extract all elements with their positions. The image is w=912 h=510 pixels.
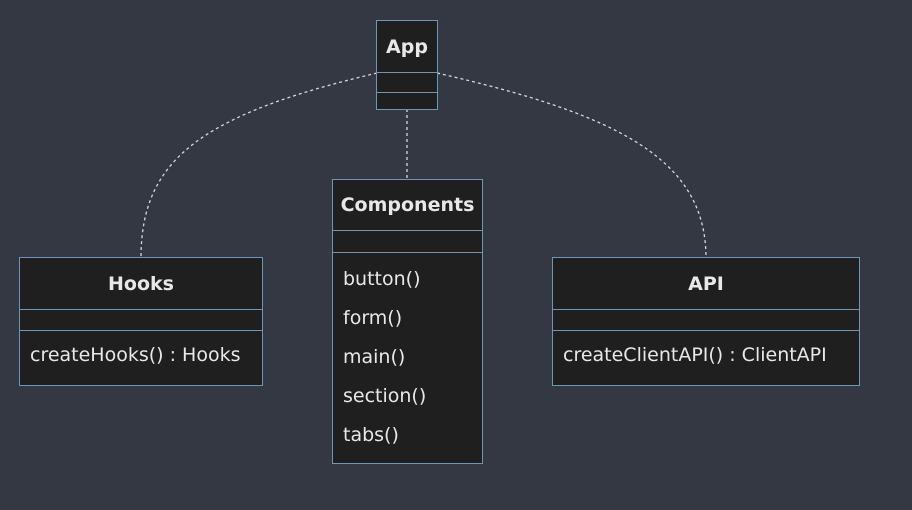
method-section: section()	[343, 385, 427, 407]
class-hooks-methods: createHooks() : Hooks	[20, 331, 262, 375]
class-api-attributes	[553, 310, 859, 331]
link-app-api	[436, 72, 707, 259]
method-create-client-api: createClientAPI() : ClientAPI	[563, 344, 827, 366]
class-api-methods: createClientAPI() : ClientAPI	[553, 331, 859, 375]
class-api: API createClientAPI() : ClientAPI	[552, 257, 860, 386]
class-api-title: API	[553, 258, 859, 310]
class-components-methods: button() form() main() section() tabs()	[333, 253, 482, 455]
class-app-title: App	[377, 21, 437, 73]
class-app: App	[376, 20, 438, 110]
class-hooks-attributes	[20, 310, 262, 331]
class-hooks-title: Hooks	[20, 258, 262, 310]
class-components: Components button() form() main() sectio…	[332, 179, 483, 464]
class-app-attributes	[377, 73, 437, 93]
class-hooks: Hooks createHooks() : Hooks	[19, 257, 263, 386]
link-app-hooks	[140, 72, 378, 259]
method-create-hooks: createHooks() : Hooks	[30, 344, 241, 366]
method-main: main()	[343, 346, 406, 368]
method-form: form()	[343, 307, 403, 329]
class-components-attributes	[333, 231, 482, 253]
method-button: button()	[343, 268, 421, 290]
method-tabs: tabs()	[343, 424, 399, 446]
class-components-title: Components	[333, 180, 482, 231]
